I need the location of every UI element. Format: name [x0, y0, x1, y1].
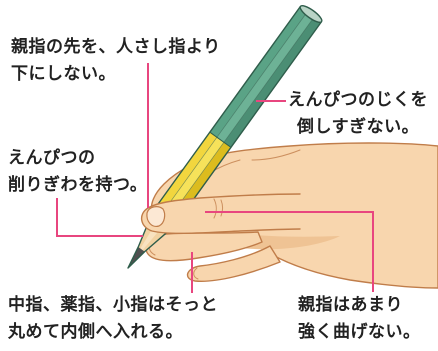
pencil-body-face-middle	[216, 11, 315, 143]
pencil-body-face-left	[209, 6, 308, 138]
ring-finger	[186, 245, 281, 282]
thumb-tip-note-line-2: 下にしない。	[11, 64, 116, 84]
pencil-lead	[128, 246, 145, 268]
pencil-axis-note-line-1: えんぴつのじくを	[288, 90, 428, 110]
grip-point-note-line-2: 削りぎわを持つ。	[8, 175, 148, 195]
thumb-nail	[146, 206, 166, 227]
other-fingers-note-line-1: 中指、薬指、小指はそっと	[8, 295, 218, 315]
pencil-edge-line	[166, 16, 315, 222]
other-fingers-note-line-2: 丸めて内側へ入れる。	[8, 322, 183, 342]
pencil-body-face-right	[223, 16, 322, 148]
pencil-axis-note-line-2: 倒しすぎない。	[297, 117, 420, 137]
thumb-joint-crease	[213, 198, 217, 219]
thumb-bend-note-line-1: 親指はあまり	[298, 295, 403, 315]
leader-line-thumb-bend	[205, 211, 374, 292]
thumb-tip-note-line-1: 親指の先を、人さし指より	[11, 37, 221, 57]
knuckle-line	[251, 149, 301, 161]
leader-line-grip-point	[56, 198, 143, 237]
grip-point-note-line-1: えんぴつの	[8, 148, 96, 168]
thumb	[141, 193, 330, 234]
ring-finger-nail	[193, 267, 199, 280]
thumb-bend-note-line-2: 強く曲げない。	[298, 322, 421, 342]
pencil	[127, 5, 323, 269]
pencil-band-boundary	[209, 131, 232, 148]
thumb-joint-crease	[220, 199, 223, 217]
pencil-edge-line	[159, 11, 308, 217]
pencil-end-cap	[299, 5, 323, 23]
thumb-outline	[141, 193, 301, 235]
pencil-yellow-face-left	[153, 132, 217, 216]
